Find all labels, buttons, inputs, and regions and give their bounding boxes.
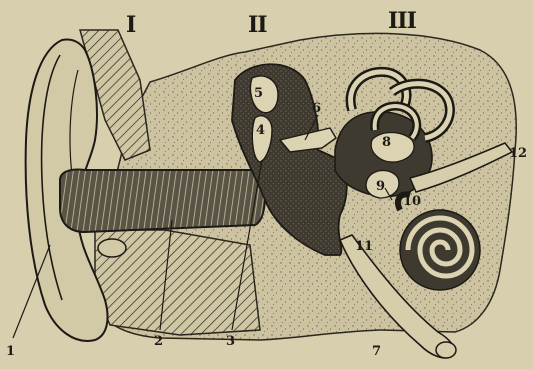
eustachian-tube-opening: [436, 342, 456, 358]
external-auditory-canal: [60, 169, 265, 232]
label-12: 12: [509, 146, 527, 161]
label-10: 10: [403, 194, 421, 209]
label-11: 11: [355, 239, 373, 254]
label-9: 9: [376, 179, 385, 194]
label-2: 2: [154, 334, 163, 349]
label-3: 3: [226, 334, 235, 349]
label-6: 6: [312, 101, 321, 116]
section-label-inner-ear: III: [388, 8, 417, 34]
label-7: 7: [372, 344, 381, 359]
label-1: 1: [6, 344, 15, 359]
label-5: 5: [254, 86, 263, 101]
section-label-middle-ear: II: [248, 12, 267, 38]
label-4: 4: [256, 123, 265, 138]
section-label-outer-ear: I: [126, 12, 136, 38]
label-8: 8: [382, 135, 391, 150]
utricle: [371, 133, 414, 163]
cartilage-oval: [98, 239, 126, 257]
